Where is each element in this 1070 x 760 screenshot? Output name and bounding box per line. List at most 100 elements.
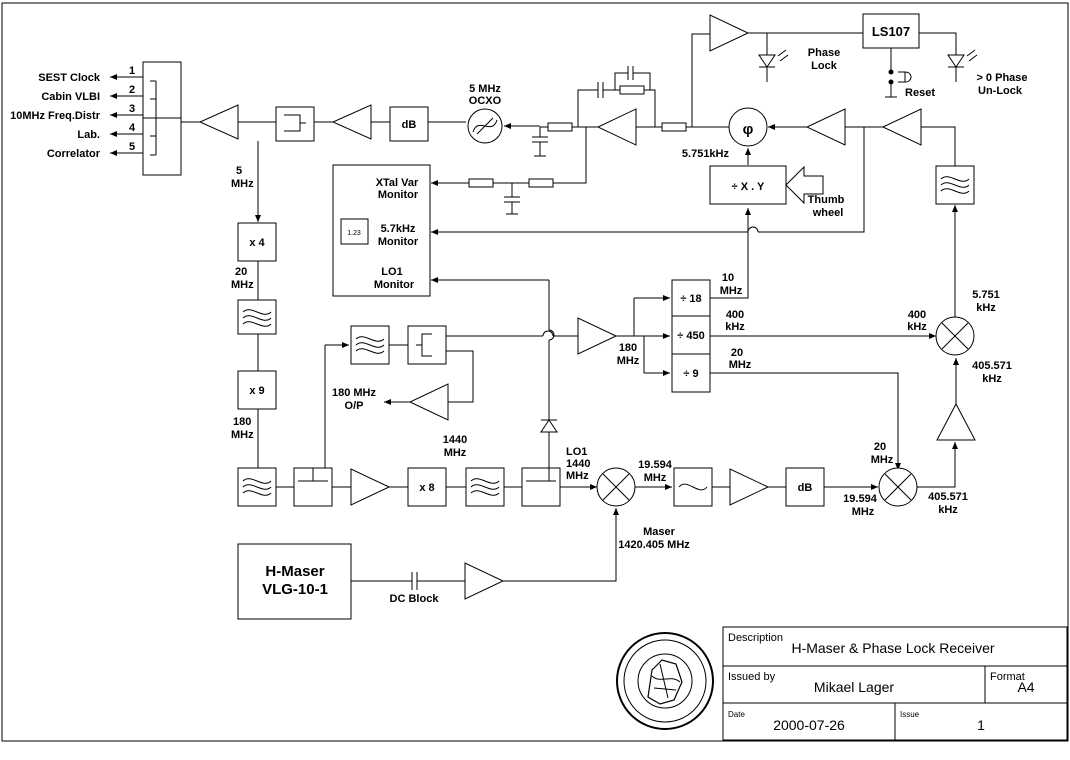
output-label-lab: Lab.: [77, 129, 100, 141]
title-block: Description H-Maser & Phase Lock Receive…: [616, 626, 1068, 741]
lo1-label-a: LO1: [566, 446, 587, 458]
multiplier-x9-label: x 9: [249, 385, 264, 397]
divider-9: [671, 353, 711, 393]
divider-18-label: ÷ 18: [680, 293, 701, 305]
ls107-label: LS107: [872, 24, 910, 39]
m1440-label-b: MHz: [444, 447, 467, 459]
loop-amplifier: [596, 108, 637, 146]
amplifier-5751-a: [881, 108, 922, 146]
institution-seal: [616, 632, 714, 730]
khz400r-label-a: 400: [908, 309, 926, 321]
attenuator-db-2-label: dB: [798, 482, 813, 494]
h-maser-box: [237, 543, 352, 620]
m19594-label-a: 19.594: [638, 459, 673, 471]
coupler-1440mhz: [521, 467, 561, 507]
m1440-label-a: 1440: [443, 434, 467, 446]
twenty-mhz-label-a: 20: [235, 266, 247, 278]
maser-label-a: Maser: [643, 526, 676, 538]
splitter-5mhz: [275, 106, 315, 142]
tb-issued-label: Issued by: [728, 671, 776, 683]
reset-switch-contact-2: [888, 79, 894, 85]
twenty-mhz-label-b: MHz: [231, 279, 254, 291]
detector-diode: [540, 419, 558, 433]
loop-resistor-2: [547, 122, 573, 132]
output-label-sest: SEST Clock: [38, 72, 101, 84]
mhz20-label-a: 20: [731, 347, 743, 359]
tb-description-value: H-Maser & Phase Lock Receiver: [791, 640, 994, 656]
attenuator-db-2: [785, 467, 825, 507]
khz5751-label-a: 5.751: [972, 289, 1000, 301]
khz400-label-b: kHz: [725, 321, 745, 333]
amplifier-5751-b: [805, 108, 846, 146]
mhz20r-label-a: 20: [874, 441, 886, 453]
five-mhz-label-b: MHz: [231, 178, 254, 190]
m180b-label-b: MHz: [617, 355, 640, 367]
m19594b-label-b: MHz: [852, 506, 875, 518]
khz405b-label-b: kHz: [938, 504, 958, 516]
tb-issued-value: Mikael Lager: [814, 679, 894, 695]
amplifier-180mhz: [350, 468, 391, 506]
tb-issue-label: Issue: [900, 710, 920, 719]
maser-amplifier: [464, 562, 505, 600]
drawing-frame: [1, 2, 1069, 742]
one80-mhz-label-b: MHz: [231, 429, 254, 441]
ocxo-label: 5 MHz: [469, 83, 501, 95]
output-label-freqdistr: 10MHz Freq.Distr: [10, 110, 101, 122]
ocxo-sublabel: OCXO: [469, 95, 502, 107]
khz405-label-b: kHz: [982, 373, 1002, 385]
output-number-3: 3: [129, 103, 135, 115]
divider-18: [671, 279, 711, 317]
khz5751l-label: 5.751kHz: [682, 148, 730, 160]
loop-resistor-3: [619, 85, 645, 95]
reset-switch-contact-1: [888, 69, 894, 75]
five-mhz-label-a: 5: [236, 165, 242, 177]
monitor-display-digits: 1.23: [347, 230, 361, 237]
h-maser-label-b: VLG-10-1: [262, 581, 328, 598]
reset-label: Reset: [905, 87, 935, 99]
lo1-label-b: 1440: [566, 458, 590, 470]
monitor-xtal-b: Monitor: [378, 189, 419, 201]
loop-resistor-1: [661, 122, 687, 132]
khz405-label-a: 405.571: [972, 360, 1012, 372]
reset-button-icon: [898, 71, 912, 83]
output-number-4: 4: [129, 122, 136, 134]
tb-date-value: 2000-07-26: [773, 717, 845, 733]
monitor-lo1-a: LO1: [381, 266, 402, 278]
mhz10-label-a: 10: [722, 272, 734, 284]
monitor-xtal-a: XTal Var: [376, 177, 419, 189]
tb-issue-value: 1: [977, 717, 985, 733]
khz400-label-a: 400: [726, 309, 744, 321]
unlock-label-b: Un-Lock: [978, 85, 1023, 97]
h-maser-label-a: H-Maser: [265, 563, 324, 580]
amplifier-180-op: [408, 383, 449, 421]
attenuator-db: [389, 106, 429, 142]
monitor-resistor-1: [528, 178, 554, 188]
monitor-57-a: 5.7kHz: [381, 223, 416, 235]
output-label-cabin: Cabin VLBI: [41, 91, 100, 103]
divider-9-label: ÷ 9: [683, 368, 698, 380]
amplifier-divider-feed: [577, 317, 618, 355]
unlock-led: [947, 54, 965, 68]
ocxo-buffer-amplifier: [331, 104, 372, 140]
khz400r-label-b: kHz: [907, 321, 927, 333]
khz5751-label-b: kHz: [976, 302, 996, 314]
monitor-57-b: Monitor: [378, 236, 419, 248]
tb-format-label: Format: [990, 671, 1025, 683]
multiplier-x4-label: x 4: [249, 237, 265, 249]
multiplier-x4: [237, 222, 277, 262]
mhz20-label-b: MHz: [729, 359, 752, 371]
attenuator-db-label: dB: [402, 119, 417, 131]
multiplier-x9: [237, 370, 277, 410]
phase-lock-label-b: Lock: [811, 60, 838, 72]
maser-label-b: 1420.405 MHz: [618, 539, 690, 551]
divider-xy-label: ÷ X . Y: [732, 181, 765, 193]
thumbwheel-label-b: wheel: [812, 207, 844, 219]
output-number-2: 2: [129, 84, 135, 96]
phase-lock-led: [758, 54, 776, 68]
phase-detector-symbol: φ: [743, 121, 754, 138]
thumbwheel-arrow: [785, 165, 824, 205]
output-label-correlator: Correlator: [47, 148, 101, 160]
tb-description-label: Description: [728, 632, 783, 644]
mhz20r-label-b: MHz: [871, 454, 894, 466]
